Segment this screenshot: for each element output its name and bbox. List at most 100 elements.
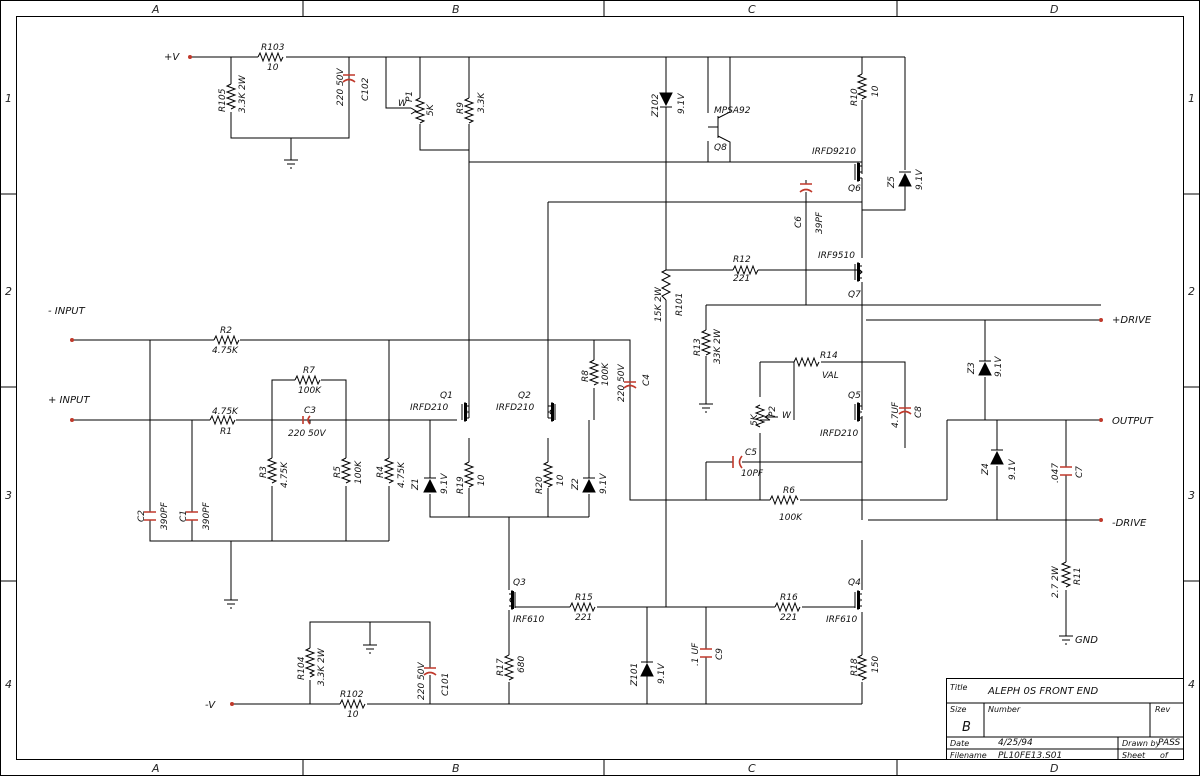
- r1-body: [209, 414, 236, 426]
- r11-val: 2.7 2W: [1051, 565, 1061, 598]
- c3-body: [302, 415, 311, 425]
- c7-ref: C7: [1075, 466, 1085, 478]
- z4-ref: Z4: [981, 463, 991, 476]
- component-labels: R103 10 R105 3.3K 2W 220 50V C102 P1 5K …: [137, 43, 1085, 720]
- number-label: Number: [988, 705, 1021, 714]
- z102-val: 9.1V: [677, 93, 687, 114]
- r15-ref: R15: [575, 593, 593, 603]
- r13-val: 33K 2W: [713, 328, 723, 364]
- zone-top-a: A: [151, 3, 160, 16]
- c8-body: [898, 407, 912, 415]
- output-label: OUTPUT: [1112, 416, 1154, 427]
- z3-body: [978, 360, 992, 376]
- z101-val: 9.1V: [657, 663, 667, 684]
- r1-ref: R1: [220, 427, 232, 437]
- neg-drive-label: -DRIVE: [1112, 518, 1147, 529]
- r17-val: 680: [517, 656, 527, 673]
- c2-body: [144, 511, 156, 521]
- zone-top-b: B: [452, 3, 460, 16]
- r9-ref: R9: [456, 102, 466, 114]
- r17-body: [503, 654, 515, 681]
- r11-ref: R11: [1073, 567, 1083, 585]
- q2-val: IRFD210: [496, 403, 534, 413]
- c8-val: 4.7UF: [891, 401, 901, 428]
- r104-body: [304, 647, 316, 678]
- r5-val: 100K: [354, 460, 364, 484]
- filename-value: PL10FE13.S01: [998, 751, 1062, 761]
- date-value: 4/25/94: [998, 738, 1033, 748]
- r16-body: [774, 601, 801, 613]
- q1-val: IRFD210: [410, 403, 448, 413]
- date-label: Date: [950, 739, 969, 748]
- r7-body: [294, 374, 321, 386]
- pos-v-label: +V: [164, 52, 180, 63]
- net-labels: +V -V - INPUT + INPUT +DRIVE OUTPUT -DRI…: [48, 52, 1154, 711]
- pos-input-label: + INPUT: [48, 395, 90, 406]
- resistor-symbols: [209, 51, 1072, 710]
- r12-ref: R12: [733, 255, 751, 265]
- r7-val: 100K: [298, 386, 322, 396]
- r10-val: 10: [871, 85, 881, 97]
- r1-val: 4.75K: [212, 407, 239, 417]
- p1-body: [414, 97, 426, 124]
- title-value: ALEPH 0S FRONT END: [987, 686, 1098, 697]
- r9-val: 3.3K: [477, 92, 487, 113]
- z1-body: [423, 477, 437, 493]
- q7-val: IRF9510: [818, 251, 855, 261]
- p1-val: 5K: [426, 103, 436, 116]
- z2-body: [582, 477, 596, 493]
- z2-ref: Z2: [571, 478, 581, 491]
- p2-ref: P2: [768, 406, 778, 417]
- z4-body: [990, 449, 1004, 465]
- q6-val: IRFD9210: [812, 147, 856, 157]
- q7-ref: Q7: [848, 290, 861, 300]
- row-left-3: 3: [5, 489, 12, 502]
- r101-body: [660, 269, 672, 301]
- gnd-label: GND: [1075, 635, 1098, 646]
- drawn-by-label: Drawn by: [1122, 739, 1161, 748]
- c102-ref: C102: [361, 77, 371, 101]
- c102-body: [342, 74, 356, 83]
- c6-ref: C6: [794, 216, 804, 228]
- row-right-3: 3: [1188, 489, 1195, 502]
- r4-ref: R4: [376, 466, 386, 478]
- r20-body: [542, 461, 554, 488]
- p2-body: [754, 404, 766, 428]
- filename-label: Filename: [950, 751, 987, 760]
- p2-wiper-pin: W: [782, 411, 792, 421]
- zone-bottom-a: A: [151, 762, 160, 775]
- r12-val: 221: [733, 274, 750, 284]
- pos-drive-label: +DRIVE: [1112, 315, 1152, 326]
- pot-wipers: [410, 107, 778, 421]
- c2-val: 390PF: [160, 501, 170, 530]
- ground-icon: [224, 599, 238, 609]
- c1-body: [186, 511, 198, 521]
- r2-body: [213, 334, 240, 346]
- r105-val: 3.3K 2W: [238, 74, 248, 113]
- c3-ref: C3: [304, 406, 316, 416]
- z5-val: 9.1V: [915, 169, 925, 190]
- c9-body: [700, 648, 712, 658]
- zone-bottom-b: B: [452, 762, 460, 775]
- c6-body: [799, 183, 813, 193]
- z5-body: [898, 171, 912, 187]
- terminal-dot: [1099, 518, 1103, 522]
- c101-body: [423, 667, 437, 676]
- q5-val: IRFD210: [820, 429, 858, 439]
- ground-icon: [284, 159, 298, 169]
- r19-val: 10: [477, 474, 487, 486]
- zone-labels: A B C D A B C D 1 2 3 4 1 2 3 4: [5, 3, 1195, 775]
- terminal-dot: [1099, 418, 1103, 422]
- c1-ref: C1: [179, 510, 189, 522]
- zone-bottom-c: C: [748, 762, 756, 775]
- r4-val: 4.75K: [397, 461, 407, 488]
- q3-ref: Q3: [513, 578, 526, 588]
- r13-ref: R13: [693, 338, 703, 356]
- r16-ref: R16: [780, 593, 798, 603]
- q8-ref: Q8: [714, 143, 727, 153]
- z102-body: [659, 92, 673, 108]
- r103-body: [257, 51, 284, 63]
- p1-ref: P1: [405, 91, 415, 102]
